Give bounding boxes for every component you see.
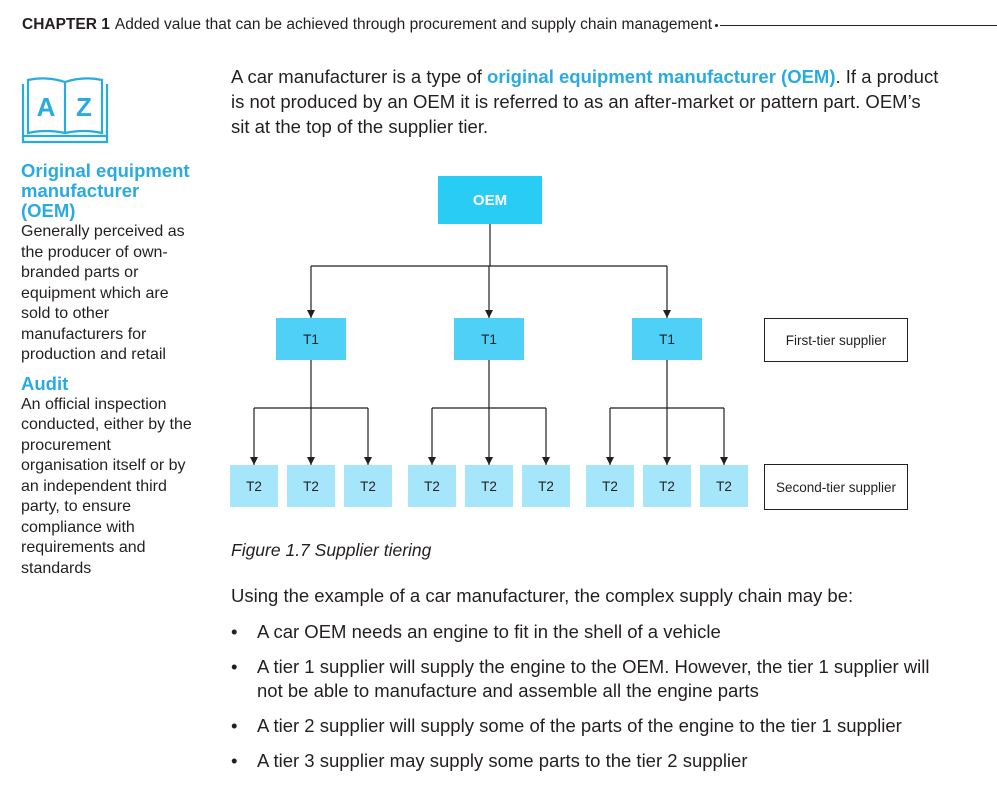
icon-letter-a: A [37, 92, 56, 122]
glossary-term-audit: Audit [21, 372, 69, 394]
bullet-item: • A car OEM needs an engine to fit in the… [231, 620, 951, 644]
t2-box: T2 [522, 465, 570, 507]
header-rule [715, 23, 997, 27]
bullet-marker: • [231, 621, 238, 642]
chapter-title: Added value that can be achieved through… [114, 16, 713, 33]
arrowhead [307, 310, 315, 318]
bullet-marker: • [231, 750, 238, 771]
arrowhead [663, 310, 671, 318]
t1-box: T1 [632, 318, 702, 360]
glossary-sidebar: Original equipment manufacturer (OEM) Ge… [21, 161, 196, 579]
glossary-term-oem: Original equipment manufacturer (OEM) [21, 160, 190, 221]
intro-paragraph: A car manufacturer is a type of original… [231, 64, 941, 139]
second-tier-label: Second-tier supplier [764, 464, 908, 510]
arrowhead [542, 457, 550, 465]
icon-letter-z: Z [76, 92, 92, 122]
bullet-text: A tier 1 supplier will supply the engine… [257, 656, 930, 701]
bullet-item: • A tier 3 supplier may supply some parts… [231, 749, 951, 773]
glossary-definition-oem: Generally perceived as the producer of o… [21, 223, 185, 363]
t2-box: T2 [643, 465, 691, 507]
figure-caption: Figure 1.7 Supplier tiering [231, 540, 432, 560]
arrowhead [307, 457, 315, 465]
t2-box: T2 [344, 465, 392, 507]
bullet-item: • A tier 2 supplier will supply some of t… [231, 714, 951, 738]
arrowhead [485, 310, 493, 318]
t2-box: T2 [408, 465, 456, 507]
running-header: CHAPTER 1 Added value that can be achiev… [22, 14, 997, 36]
intro-text-before: A car manufacturer is a type of [231, 66, 488, 87]
bullet-text: A tier 3 supplier may supply some parts … [257, 750, 748, 771]
arrowhead [720, 457, 728, 465]
t2-box: T2 [230, 465, 278, 507]
arrowhead [364, 457, 372, 465]
t2-box: T2 [465, 465, 513, 507]
arrowhead [663, 457, 671, 465]
bullet-item: • A tier 1 supplier will supply the engin… [231, 655, 951, 703]
bullet-marker: • [231, 715, 238, 736]
glossary-definition-audit: An official inspection conducted, either… [21, 395, 192, 577]
t2-box: T2 [287, 465, 335, 507]
t1-box: T1 [454, 318, 524, 360]
bullet-text: A car OEM needs an engine to fit in the … [257, 621, 721, 642]
chapter-label: CHAPTER 1 [22, 16, 110, 33]
intro-text-after: . If a product is not produced by an OEM… [231, 66, 939, 137]
oem-box: OEM [438, 176, 542, 224]
supply-chain-bullet-list: • A car OEM needs an engine to fit in the… [231, 620, 951, 784]
bullet-text: A tier 2 supplier will supply some of th… [257, 715, 902, 736]
bullet-marker: • [231, 656, 238, 677]
t1-box: T1 [276, 318, 346, 360]
arrowhead [606, 457, 614, 465]
body-lead-sentence: Using the example of a car manufacturer,… [231, 585, 854, 606]
arrowhead [428, 457, 436, 465]
t2-box: T2 [700, 465, 748, 507]
arrowhead [485, 457, 493, 465]
first-tier-label: First-tier supplier [764, 318, 908, 362]
connector-lines [250, 224, 728, 465]
intro-highlight-term: original equipment manufacturer (OEM) [487, 66, 836, 87]
arrowhead [250, 457, 258, 465]
az-book-icon: A Z [21, 77, 109, 144]
t2-box: T2 [586, 465, 634, 507]
